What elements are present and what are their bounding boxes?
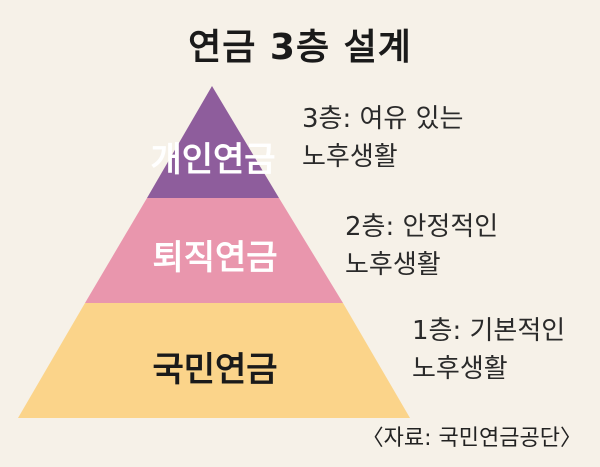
tier-desc-2: 2층: 안정적인 노후생활 (345, 208, 498, 284)
tier-top-shape (147, 86, 279, 198)
tier-label-retirement: 퇴직연금 (152, 238, 278, 278)
tier-bottom-shape (18, 303, 410, 418)
tier-desc-2-line2: 노후생활 (345, 250, 441, 280)
tier-desc-3-line2: 노후생활 (302, 142, 398, 172)
source-note: 〈자료: 국민연금공단〉 (361, 426, 582, 451)
tier-desc-3: 3층: 여유 있는 노후생활 (302, 100, 463, 176)
tier-desc-3-line1: 3층: 여유 있는 (302, 104, 464, 134)
tier-desc-1-line1: 1층: 기본적인 (412, 316, 566, 346)
tier-desc-1: 1층: 기본적인 노후생활 (412, 312, 565, 388)
page-title: 연금 3층 설계 (188, 27, 412, 68)
tier-label-national: 국민연금 (152, 350, 278, 390)
tier-middle-shape (85, 198, 343, 303)
tier-desc-1-line2: 노후생활 (412, 354, 508, 384)
tier-desc-2-line1: 2층: 안정적인 (345, 212, 499, 242)
tier-label-personal: 개인연금 (150, 140, 276, 180)
